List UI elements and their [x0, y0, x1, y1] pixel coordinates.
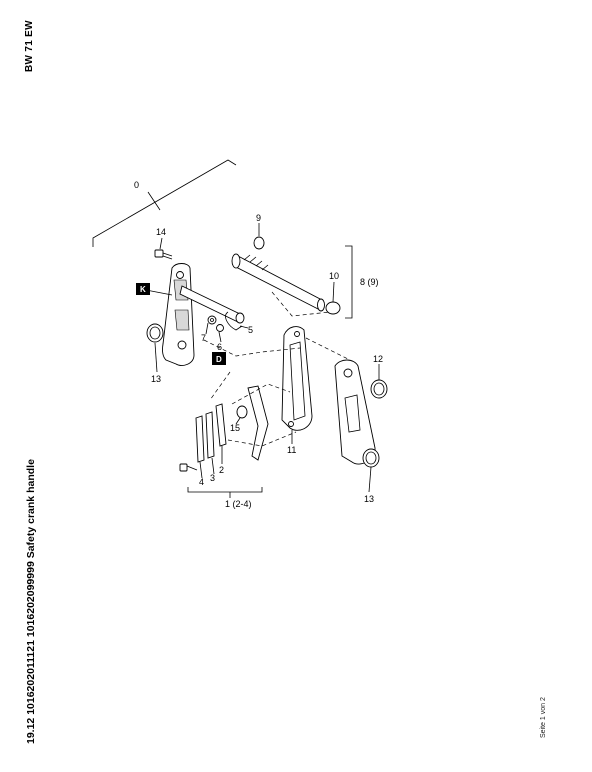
screw-4: [179, 463, 198, 472]
callout-15: 15: [230, 423, 240, 433]
washer-7: [207, 315, 217, 325]
callout-13-right: 13: [364, 494, 374, 504]
bracket-8: [345, 245, 353, 319]
screw-6: [212, 324, 226, 365]
cap-10: [325, 301, 341, 315]
spline-shaft-8: [231, 253, 325, 312]
ring-9: [253, 236, 265, 250]
latch-plate-2: [215, 385, 269, 461]
bracket-1: [187, 487, 263, 498]
callout-14: 14: [156, 227, 166, 237]
callout-10: 10: [329, 271, 339, 281]
spring-5: [225, 311, 243, 331]
callout-11: 11: [287, 445, 296, 455]
spring-plate-4: [195, 415, 205, 463]
bushing-12: [370, 379, 388, 399]
screw-14: [154, 249, 173, 260]
gasket-11: [281, 326, 313, 431]
bushing-13-left: [146, 323, 164, 343]
detail-tag-k-label: K: [140, 285, 146, 294]
callout-6: 6: [217, 342, 222, 352]
callout-9: 9: [256, 213, 261, 223]
callout-3: 3: [210, 473, 215, 483]
washer-15: [236, 405, 248, 419]
assembly-lines: [203, 291, 351, 447]
callout-2: 2: [219, 465, 224, 475]
callout-4: 4: [199, 477, 204, 487]
callout-13-left: 13: [151, 374, 161, 384]
leader-lines: [145, 223, 380, 493]
crank-shaft: [179, 285, 245, 324]
bushing-13-right: [362, 448, 380, 468]
callout-5: 5: [248, 325, 253, 335]
cover-plate: [334, 359, 376, 465]
callout-7: 7: [201, 333, 206, 343]
callout-12: 12: [373, 354, 383, 364]
detail-tag-k: [136, 283, 150, 295]
detail-tag-d-label: D: [216, 355, 222, 364]
assembly-bracket-0: [92, 159, 237, 247]
callout-0: 0: [134, 180, 139, 190]
pawl-3: [205, 411, 215, 459]
callout-8: 8 (9): [360, 277, 379, 287]
handle-plate: [136, 263, 195, 366]
detail-tag-d: [212, 352, 226, 365]
callout-1: 1 (2-4): [225, 499, 252, 509]
